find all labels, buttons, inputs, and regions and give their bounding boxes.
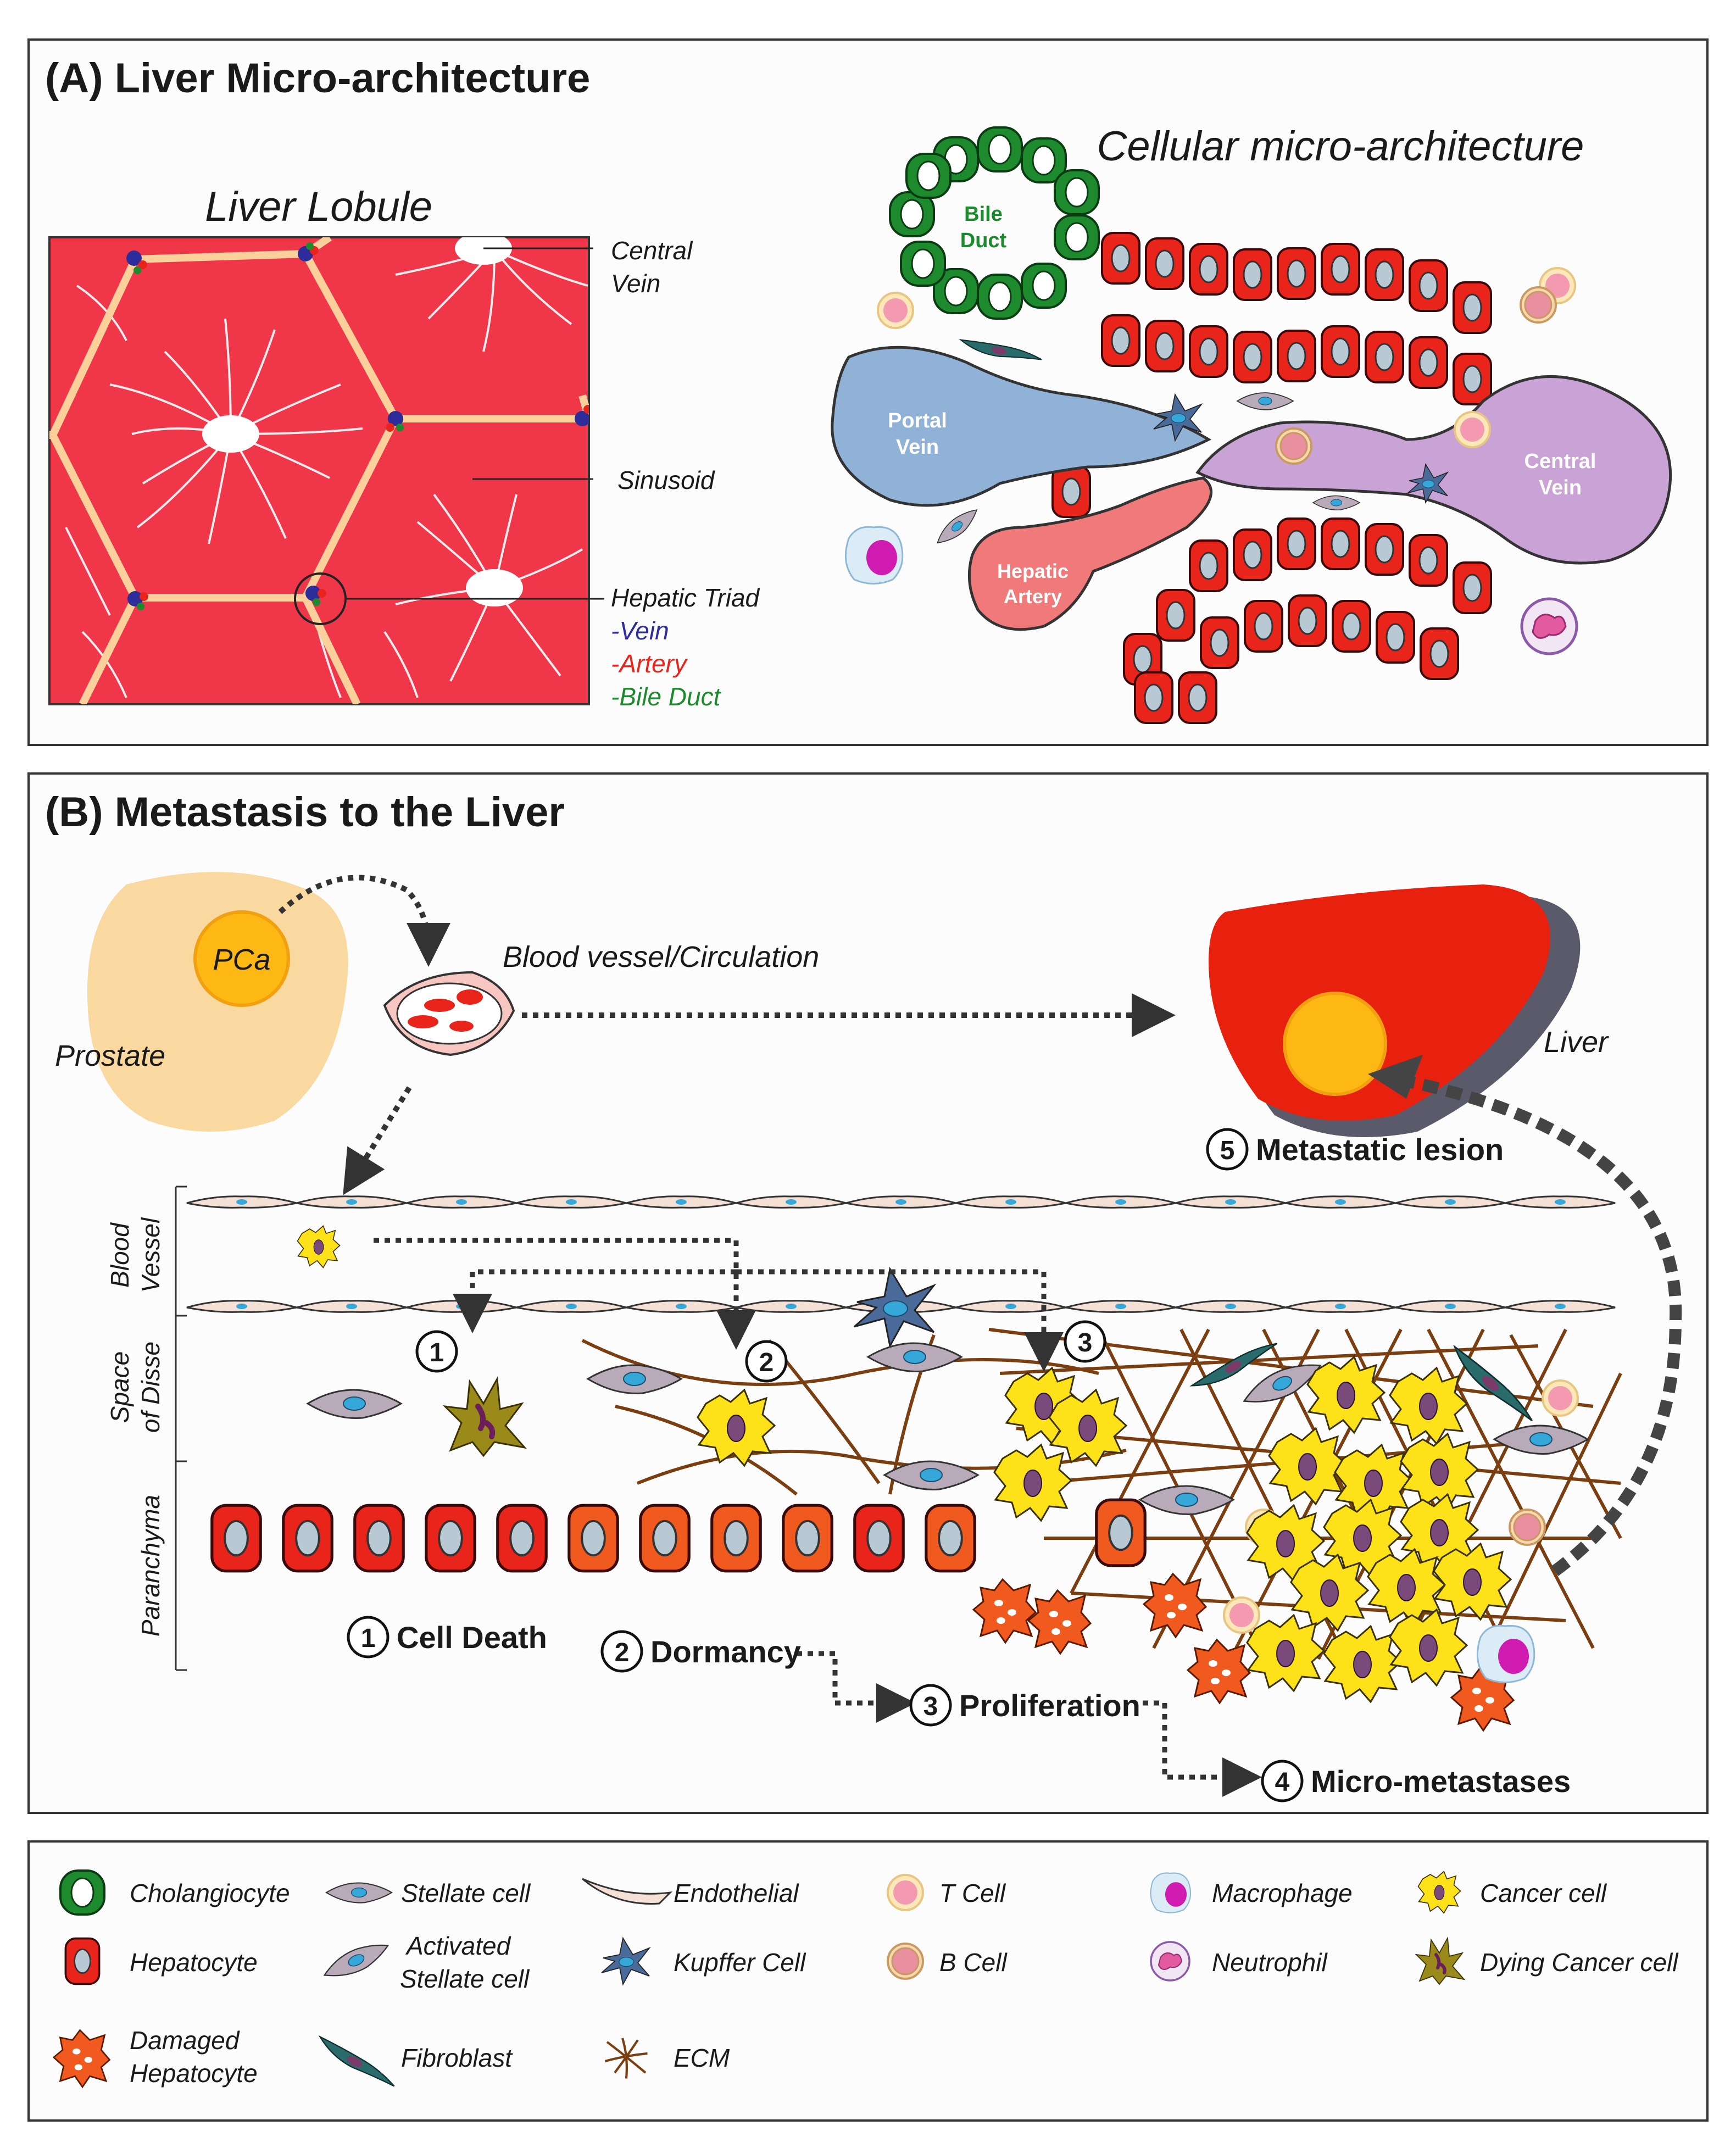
bile-duct-label-1: Bile [964,203,1003,226]
legend-label-damaged-1: Damaged [130,2026,240,2055]
legend-label-damaged-2: Hepatocyte [130,2059,258,2088]
hepatic-triad-label: Hepatic Triad [611,583,760,612]
panel-b-title: (B) Metastasis to the Liver [45,789,565,836]
legend-item-cholangiocyte [59,1869,105,1916]
space-of-disse-label-1: Space [105,1351,134,1423]
pathway-arrows [374,1238,1262,1797]
lobule-leader-lines [345,247,604,600]
step-5-label: Metastatic lesion [1256,1132,1504,1167]
layer-labels: Blood Vessel Space of Disse Paranchyma [105,1186,187,1671]
triad-bile-duct-label: -Bile Duct [611,682,722,711]
bile-duct-label-2: Duct [960,229,1007,252]
step-2-num: 2 [615,1638,630,1667]
step-4-num: 4 [1275,1768,1290,1797]
cellular-micro-architecture: Bile Duct Portal Vein Central Vein Hepat… [831,126,1672,724]
central-vein-label-2: Vein [611,269,660,298]
legend-label-activated-2: Stellate cell [400,1965,530,1993]
marker-1: 1 [430,1338,444,1367]
pca-label: PCa [213,943,270,976]
legend-item-neutrophil [1150,1941,1190,1982]
central-vein-label-1: Central [611,236,693,265]
central-vein [1195,375,1672,565]
liver-label: Liver [1544,1026,1609,1059]
blood-vessel-cross-section [383,971,515,1056]
legend-label-neutrophil: Neutrophil [1212,1948,1328,1977]
parenchyma-label: Paranchyma [136,1495,165,1637]
legend-label-fibroblast: Fibroblast [401,2044,513,2072]
step-2-label: Dormancy [650,1634,801,1669]
step-4-label: Micro-metastases [1311,1764,1571,1799]
step-3-label: Proliferation [959,1688,1140,1723]
step-1-num: 1 [361,1624,376,1653]
legend-item-damaged-hepatocyte [53,2029,110,2088]
legend-label-hepatocyte: Hepatocyte [130,1948,258,1977]
triad-dots [126,242,589,610]
panel-a-title: (A) Liver Micro-architecture [45,55,590,102]
prostate [87,872,348,1132]
triad-artery-label: -Artery [611,649,688,678]
portal-vein-label-1: Portal [888,409,947,432]
blood-vessel-layer-label-2: Vessel [136,1217,165,1293]
prostate-label: Prostate [55,1039,165,1072]
space-of-disse-label-2: of Disse [136,1342,165,1433]
step-5-num: 5 [1220,1136,1235,1165]
triad-vein-label: -Vein [611,616,669,645]
legend-label-stellate: Stellate cell [401,1879,531,1907]
central-vein-right-label-2: Vein [1539,476,1582,499]
marker-2: 2 [759,1348,774,1377]
legend-label-cholangiocyte: Cholangiocyte [130,1879,290,1907]
central-vein-shape [202,415,259,453]
liver-lobule-diagram [48,236,590,705]
sinusoid-label: Sinusoid [617,466,715,494]
circulation-arrows [278,875,1176,1195]
pca-tumor [193,910,290,1007]
step-3-num: 3 [923,1692,938,1721]
metastasis-return-arrow [1383,1071,1682,1576]
marker-3: 3 [1078,1328,1093,1357]
blood-vessel-circulation-label: Blood vessel/Circulation [503,940,819,973]
portal-vein-label-2: Vein [896,436,939,459]
portal-vein [831,346,1212,507]
hepatic-artery-label-2: Artery [1004,585,1062,608]
legend-label-b-cell: B Cell [939,1948,1008,1977]
cellular-title: Cellular micro-architecture [1097,123,1584,170]
tissue-markers: 1 2 3 [415,1320,1106,1383]
legend-item-t-cell [887,1874,924,1911]
legend-item-hepatocyte [64,1937,101,1985]
legend-label-activated-1: Activated [405,1932,511,1960]
legend-label-t-cell: T Cell [939,1879,1006,1907]
step-1-label: Cell Death [397,1620,547,1655]
legend-item-endothelial [582,1878,673,1905]
central-vein-right-label-1: Central [1524,450,1596,473]
legend: Cholangiocyte Stellate cell Endothelial … [53,1869,1679,2088]
legend-label-cancer-cell: Cancer cell [1480,1879,1607,1907]
legend-label-kupffer: Kupffer Cell [674,1948,806,1977]
hepatic-artery [967,476,1212,631]
lobule-title: Liver Lobule [205,183,432,230]
process-steps: 1 Cell Death 2 Dormancy 3 Proliferation … [347,1128,1571,1802]
metastatic-lesion-spot [1283,992,1387,1096]
liver-organ [1209,884,1581,1137]
hepatic-artery-label-1: Hepatic [997,560,1069,582]
legend-item-macrophage [1150,1872,1192,1913]
legend-label-endothelial: Endothelial [674,1879,799,1907]
legend-item-b-cell [887,1943,924,1980]
legend-label-dying-cancer: Dying Cancer cell [1480,1948,1679,1977]
legend-label-ecm: ECM [674,2044,730,2072]
metastasis-arrowhead [1368,1055,1423,1099]
blood-vessel-layer-label-1: Blood [105,1222,134,1288]
legend-label-macrophage: Macrophage [1212,1879,1353,1907]
